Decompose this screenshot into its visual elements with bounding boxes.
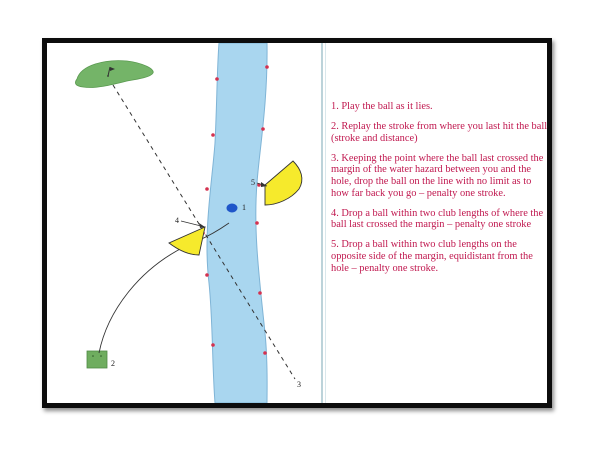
water-hazard [206,43,268,403]
label-2: 2 [111,359,115,368]
stake [258,291,262,295]
diagram-frame: 1 2 3 4 5 1. Play the ball as it lies. 2… [42,38,552,408]
rule-5: 5. Drop a ball within two club lengths o… [331,239,533,274]
label-3: 3 [297,380,301,389]
drop-zone-option5 [264,160,303,206]
stake [255,221,259,225]
flag-icon [107,66,115,77]
tee-box [86,350,108,369]
water-hazard-diagram: 1 2 3 4 5 [75,43,303,403]
panel-divider-inner [325,43,326,403]
stake [211,343,215,347]
panel-divider [321,43,323,403]
stake [265,65,269,69]
ball-in-water [226,203,238,213]
rules-list: 1. Play the ball as it lies. 2. Replay t… [331,101,548,283]
label-5: 5 [251,178,255,187]
stake [215,77,219,81]
rule-4: 4. Drop a ball within two club lengths o… [331,207,544,231]
ball-flight-path [98,222,230,354]
rule-2: 2. Replay the stroke from where you last… [331,121,548,144]
rule-1: 1. Play the ball as it lies. [331,101,433,112]
option3-line [112,84,296,380]
stake [261,127,265,131]
label-4: 4 [175,216,179,225]
stake [211,133,215,137]
stake [263,351,267,355]
drop-zone-option4 [168,226,206,256]
stake [205,187,209,191]
rule-3: 3. Keeping the point where the ball last… [331,152,544,199]
label-1: 1 [242,203,246,212]
putting-green [75,60,154,88]
stake [205,273,209,277]
